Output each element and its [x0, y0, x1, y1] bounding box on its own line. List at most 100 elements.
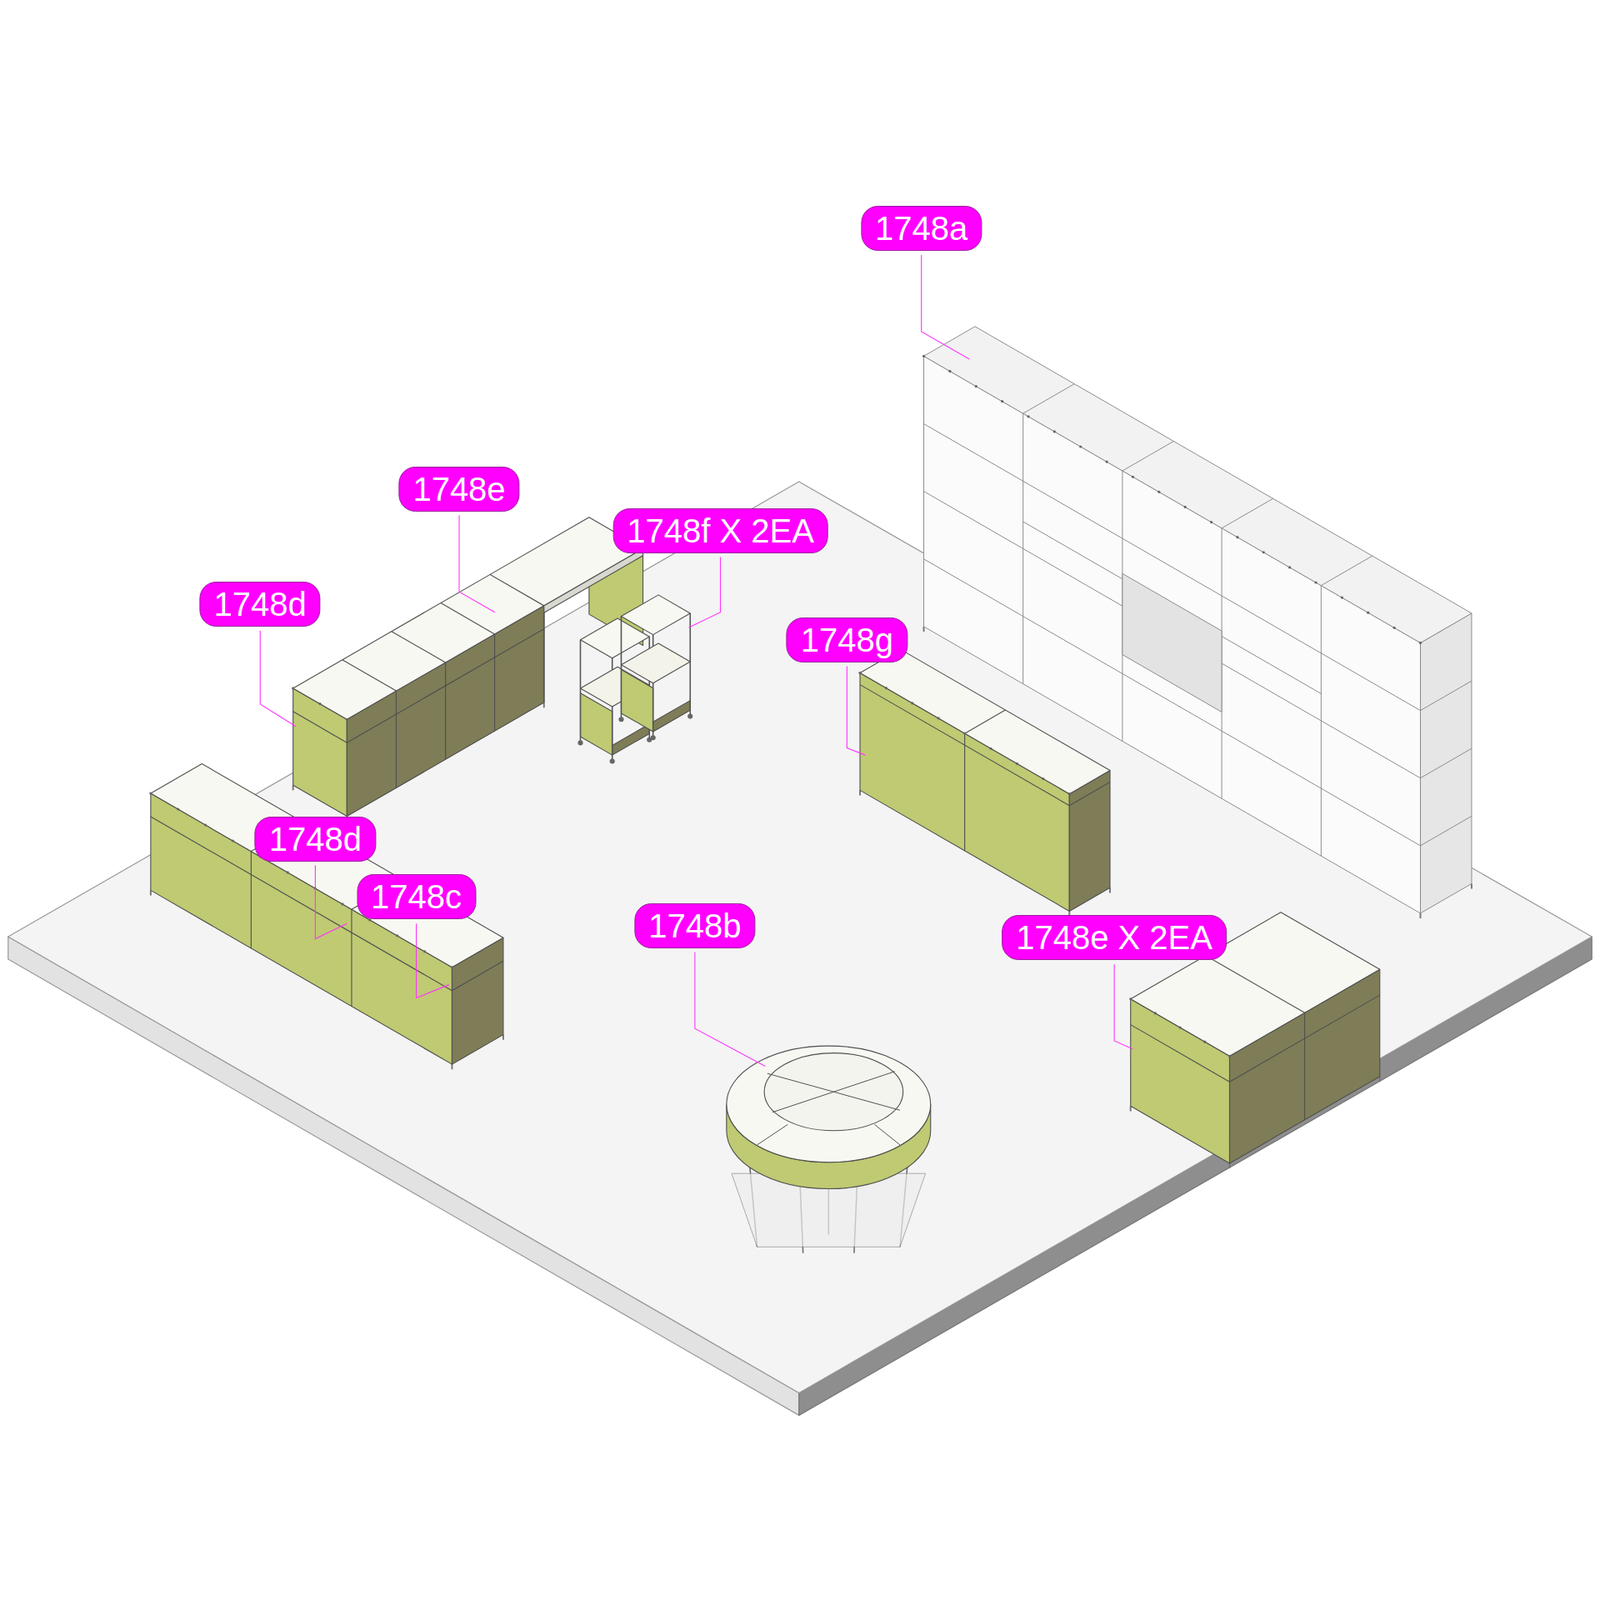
connector-ball: [1288, 565, 1291, 569]
connector-ball: [345, 718, 349, 721]
shelf-line: [451, 960, 503, 991]
shelf-line: [1420, 680, 1471, 711]
connector-ball: [1340, 596, 1344, 600]
shelf-line: [1130, 1025, 1230, 1083]
connector-ball: [1210, 520, 1213, 524]
shelf-line: [1221, 636, 1321, 695]
connector-ball: [1015, 762, 1019, 765]
cart-wheel: [577, 740, 583, 745]
leader-line: [260, 630, 296, 727]
connector-ball: [1366, 611, 1370, 615]
cart-panel: [612, 724, 650, 755]
callout-number: 1748e: [398, 466, 520, 512]
connector-ball: [423, 950, 426, 953]
callout-number: 1748d: [200, 581, 321, 627]
connector-ball: [1262, 550, 1265, 554]
module-line: [1023, 384, 1075, 415]
module-line: [250, 851, 252, 949]
counter: [858, 649, 1110, 916]
table-top-inner: [764, 1053, 904, 1131]
connector-ball: [1203, 1040, 1206, 1044]
callout-number: 1748f X 2EA: [612, 508, 829, 554]
shelf-line: [860, 685, 1070, 806]
connector-ball: [1179, 1025, 1182, 1029]
connector-ball: [1053, 430, 1056, 433]
connector-ball: [963, 732, 966, 735]
connector-ball: [450, 965, 454, 969]
cabinet-top: [860, 649, 1110, 794]
callout-number: 1748a: [860, 205, 982, 251]
callout-number: 1748c: [356, 874, 476, 920]
connector-ball: [204, 823, 207, 826]
connector-ball: [1129, 997, 1132, 1000]
cart-post: [620, 616, 623, 718]
module-line: [964, 733, 965, 851]
connector-ball: [937, 716, 940, 720]
connector-ball: [149, 791, 152, 795]
cart-wheel: [618, 716, 624, 722]
shelf-line: [1069, 782, 1110, 806]
module-line: [494, 634, 495, 731]
round-table: [726, 1045, 931, 1254]
module-line: [1205, 955, 1305, 1014]
callout-number: 1748d: [255, 816, 376, 862]
table-seam: [757, 1124, 789, 1145]
callout-number: 1748g: [786, 617, 908, 663]
connector-ball: [975, 385, 978, 388]
connector-ball: [1235, 535, 1239, 539]
cart-post: [580, 640, 582, 741]
cart-top: [620, 595, 690, 635]
connector-ball: [1314, 580, 1317, 584]
cabinet-row: [291, 574, 545, 821]
connector-ball: [1157, 490, 1160, 494]
connector-ball: [1419, 641, 1422, 645]
connector-ball: [989, 747, 992, 750]
connector-ball: [1184, 505, 1187, 509]
module-line: [1221, 498, 1274, 529]
shelf-line: [293, 711, 348, 743]
module-line: [965, 710, 1006, 734]
shelf-line: [1420, 815, 1471, 846]
leader-line: [315, 865, 347, 939]
tv-panel: [1122, 573, 1222, 712]
cart-post: [689, 613, 691, 715]
foot: [1229, 1163, 1231, 1169]
shelf-line: [1420, 748, 1471, 779]
module-line: [391, 631, 446, 663]
connector-ball: [1079, 445, 1082, 448]
table-top: [726, 1045, 931, 1163]
table-seam: [772, 1071, 895, 1113]
module-line: [1320, 555, 1372, 586]
connector-ball: [176, 807, 180, 810]
callout-number: 1748e X 2EA: [1001, 915, 1227, 960]
module-line: [342, 660, 397, 691]
foot: [450, 1064, 453, 1070]
leader-line: [689, 557, 721, 628]
connector-ball: [885, 686, 888, 690]
connector-ball: [1131, 475, 1135, 479]
connector-ball: [910, 701, 914, 705]
module-line: [395, 690, 397, 788]
leader-line: [846, 666, 865, 756]
cart-panel: [653, 700, 691, 732]
leader-line: [416, 923, 450, 998]
connector-ball: [1105, 460, 1109, 464]
cabinet-top: [150, 764, 504, 968]
connector-ball: [1068, 792, 1071, 795]
cart-wheel: [650, 735, 656, 740]
leader-line: [921, 255, 970, 360]
connector-ball: [1026, 415, 1030, 418]
connector-ball: [340, 902, 344, 905]
carts: [577, 595, 693, 765]
desk-leg: [543, 612, 545, 703]
cabinet-top: [293, 574, 545, 720]
cabinet-row: [149, 764, 504, 1070]
connector-ball: [291, 686, 295, 690]
leader-line: [695, 951, 765, 1066]
connector-ball: [231, 839, 235, 842]
cabinet-face: [1069, 770, 1110, 911]
module-line: [350, 909, 352, 1006]
callout-number: 1748b: [634, 903, 755, 949]
